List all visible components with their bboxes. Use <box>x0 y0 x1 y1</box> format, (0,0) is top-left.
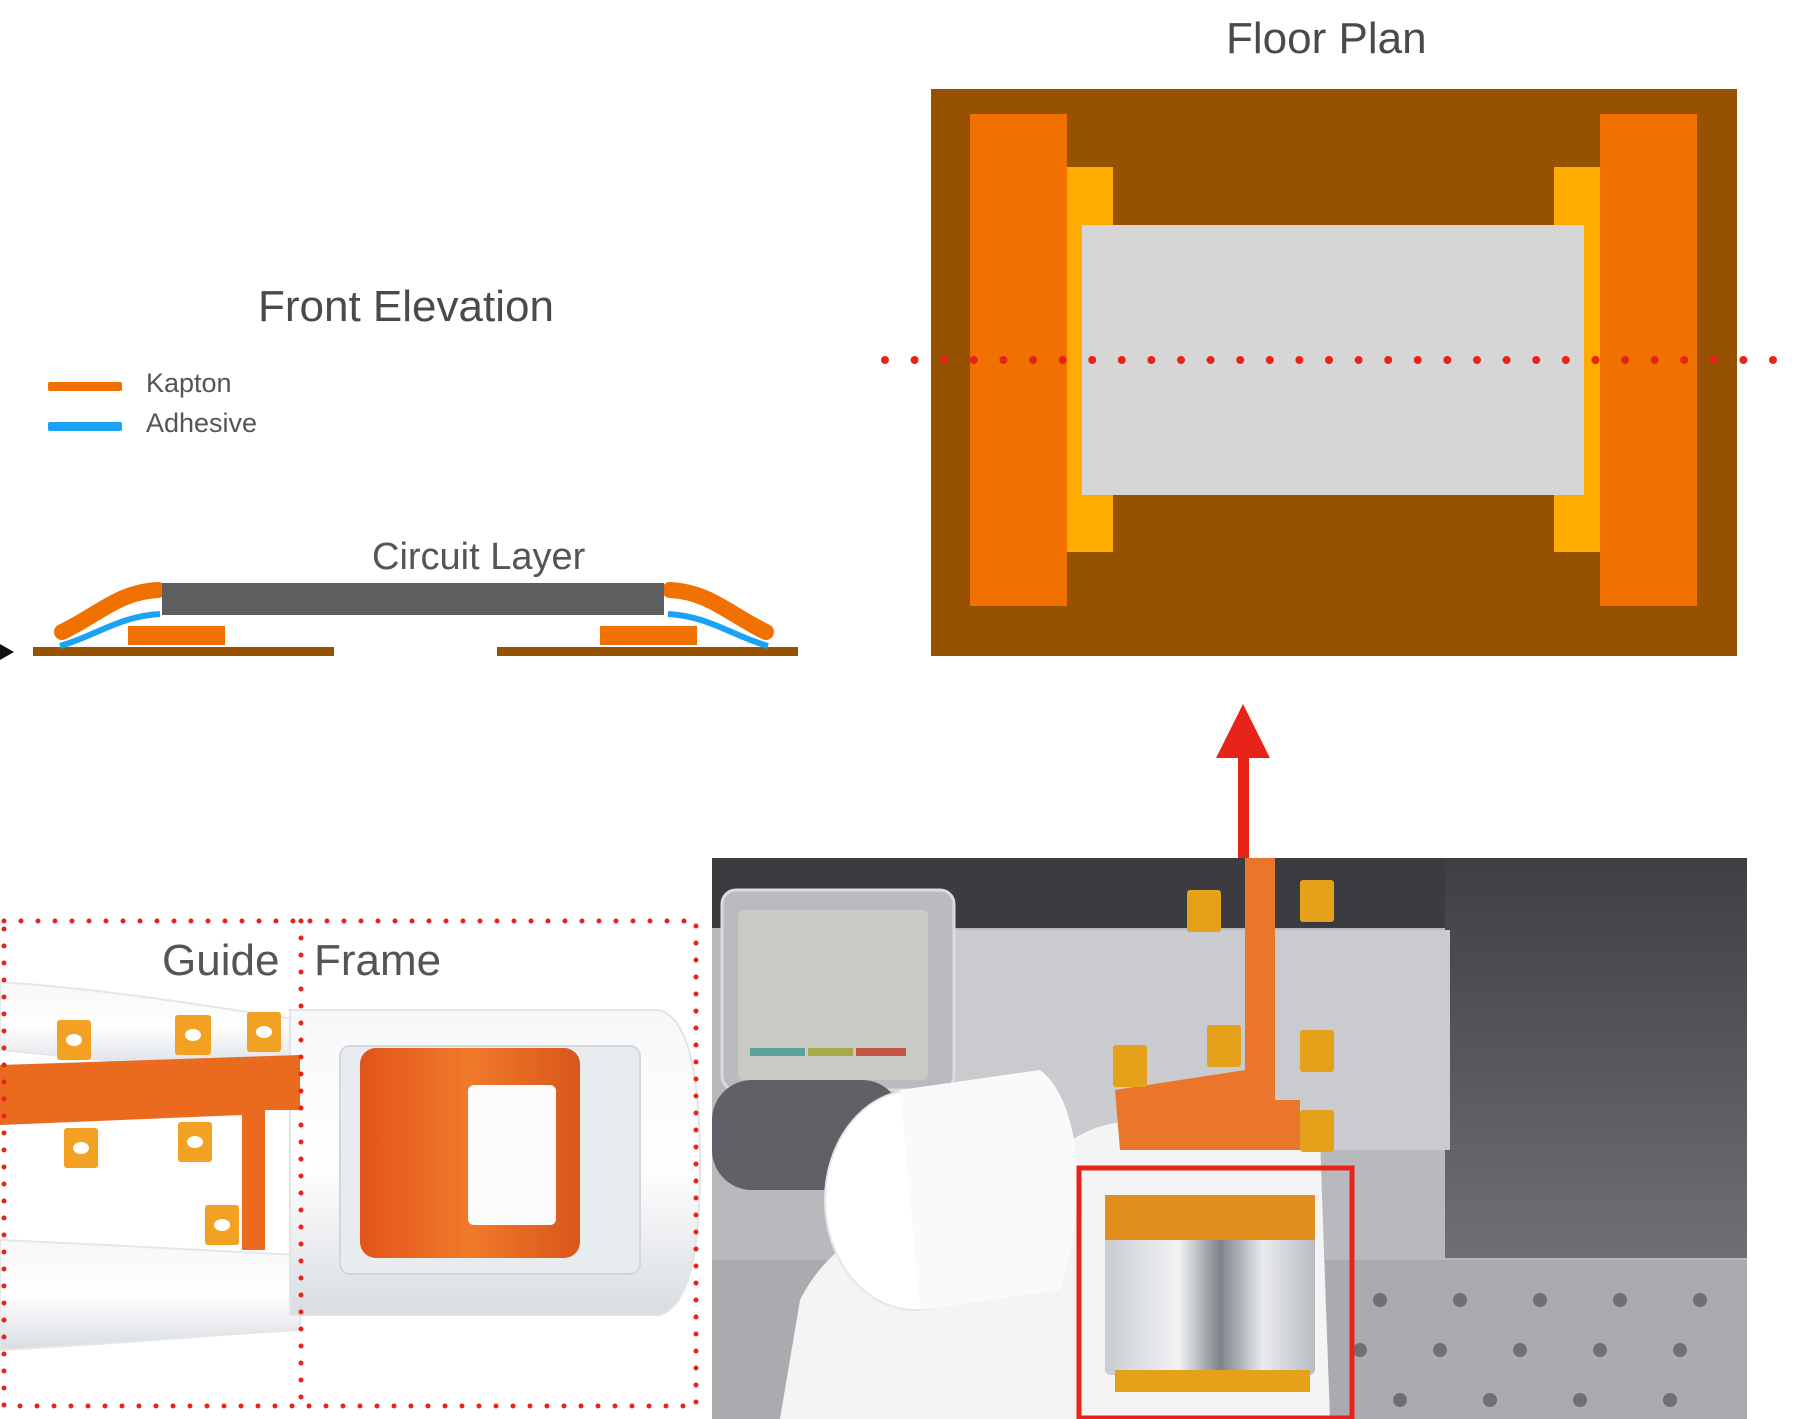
guide-frame-photo <box>0 918 702 1409</box>
substrate-left <box>33 647 334 656</box>
substrate-right <box>497 647 798 656</box>
kapton-collar <box>1105 1195 1315 1240</box>
floor-plan-drawing <box>881 89 1800 656</box>
circuit-layer <box>162 583 664 615</box>
legend-label-adhesive: Adhesive <box>146 408 258 438</box>
legend-swatch-kapton <box>48 382 122 391</box>
white-cylinder-body <box>900 1070 1078 1310</box>
legend: Kapton Adhesive <box>48 366 308 446</box>
legend-swatch-adhesive <box>48 422 122 431</box>
kapton-base <box>1115 1370 1310 1392</box>
kapton-pad-right <box>600 626 697 645</box>
highlight-box <box>1076 1165 1355 1419</box>
circuit-layer-label: Circuit Layer <box>372 536 586 578</box>
guide-box <box>1 918 699 1409</box>
left-arrowhead <box>0 644 14 660</box>
adhesive-right <box>667 611 769 649</box>
kapton-flex-left <box>54 582 166 640</box>
view-arrow <box>1216 704 1270 862</box>
flex-band-window <box>468 1085 556 1225</box>
front-elevation-drawing <box>0 582 798 660</box>
steel-foil <box>1105 1235 1315 1375</box>
setup-photo <box>712 858 1747 1419</box>
display-strip-3 <box>856 1048 906 1056</box>
guide-label: Guide <box>162 936 280 985</box>
display-screen <box>738 910 928 1080</box>
kapton-strip-left <box>970 114 1067 606</box>
flex-tail-upright <box>1115 858 1300 1150</box>
upright-flex-tabs <box>1113 880 1334 1152</box>
display-strip-2 <box>808 1048 853 1056</box>
frame-label: Frame <box>314 936 442 985</box>
table-holes <box>1353 1293 1707 1407</box>
front-elevation-title: Front Elevation <box>258 282 554 331</box>
kapton-flex-right <box>662 582 774 640</box>
kapton-pad-left <box>128 626 225 645</box>
flex-tab-holes <box>66 1026 272 1231</box>
display-strip-1 <box>750 1048 805 1056</box>
black-enclosure <box>1445 858 1747 1258</box>
flex-tail <box>0 1055 300 1250</box>
guide-lower-arm <box>0 1238 301 1352</box>
legend-label-kapton: Kapton <box>146 368 232 398</box>
adhesive-left <box>59 611 161 649</box>
floor-plan-title: Floor Plan <box>1226 14 1427 63</box>
